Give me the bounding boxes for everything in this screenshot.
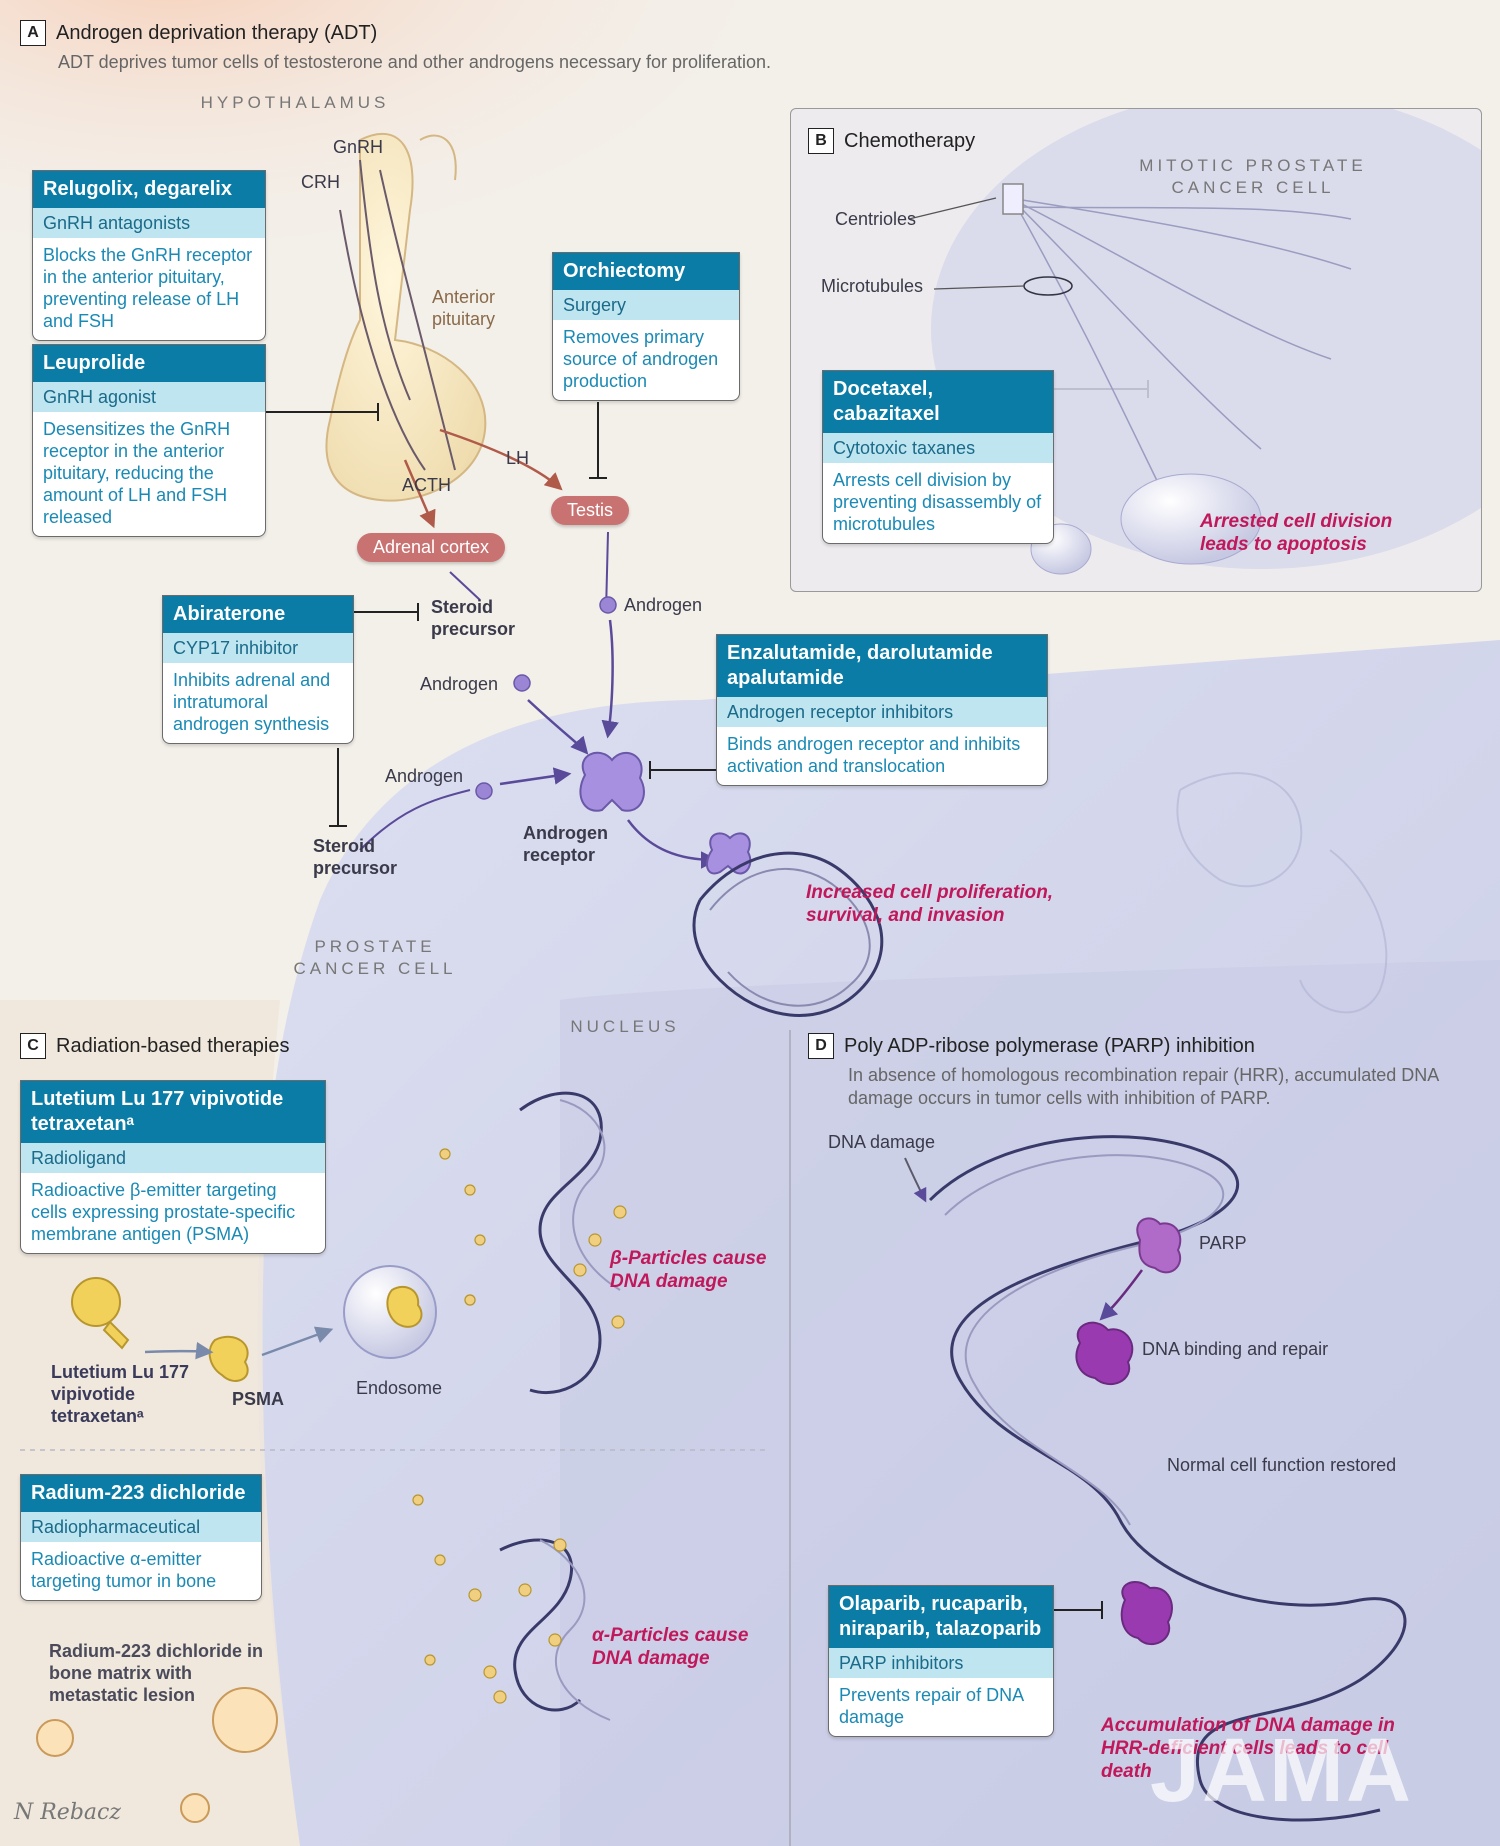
- radium-matrix-label: Radium-223 dichloride in bone matrix wit…: [49, 1641, 264, 1705]
- endosome-label: Endosome: [356, 1378, 443, 1398]
- drug-olaparib-card: Olaparib, rucaparib, niraparib, talazopa…: [828, 1585, 1054, 1737]
- normal-function-label: Normal cell function restored: [1167, 1455, 1397, 1475]
- drug-relugolix-card: Relugolix, degarelix GnRH antagonists Bl…: [32, 170, 266, 341]
- beta-outcome: β-Particles cause DNA damage: [610, 1248, 767, 1292]
- drug-class: GnRH antagonists: [33, 208, 265, 238]
- drug-class: Surgery: [553, 290, 739, 320]
- adt-outcome: Increased cell proliferation, survival, …: [806, 882, 1054, 926]
- panel-a-header: A Androgen deprivation therapy (ADT): [20, 20, 377, 46]
- mitotic-cell-illustration: [908, 109, 1481, 575]
- drug-docetaxel-card: Docetaxel, cabazitaxel Cytotoxic taxanes…: [822, 370, 1054, 544]
- drug-name: Enzalutamide, darolutamide apalutamide: [717, 635, 1047, 697]
- drug-class: GnRH agonist: [33, 382, 265, 412]
- drug-description: Blocks the GnRH receptor in the anterior…: [43, 245, 253, 331]
- drug-description: Inhibits adrenal and intratumoral androg…: [173, 670, 331, 734]
- drug-description: Binds androgen receptor and inhibits act…: [727, 734, 1021, 776]
- drug-leuprolide-card: Leuprolide GnRH agonist Desensitizes the…: [32, 344, 266, 537]
- centrioles-label: Centrioles: [835, 209, 917, 229]
- panel-b-letter: B: [808, 128, 834, 154]
- mitotic-cell-label: MITOTIC PROSTATE CANCER CELL: [1139, 156, 1367, 197]
- androgen-label-adrenal: Androgen: [420, 674, 499, 694]
- hypothalamus-label: HYPOTHALAMUS: [200, 93, 390, 112]
- parp-label: PARP: [1199, 1233, 1247, 1253]
- drug-enzalutamide-card: Enzalutamide, darolutamide apalutamide A…: [716, 634, 1048, 786]
- drug-name: Docetaxel, cabazitaxel: [823, 371, 1053, 433]
- drug-name: Leuprolide: [33, 345, 265, 382]
- gnrh-label: GnRH: [333, 137, 384, 157]
- drug-class: PARP inhibitors: [829, 1648, 1053, 1678]
- drug-abiraterone-card: Abiraterone CYP17 inhibitor Inhibits adr…: [162, 595, 354, 744]
- artist-signature: N Rebacz: [14, 1800, 121, 1825]
- psma-label: PSMA: [232, 1389, 285, 1409]
- drug-name: Lutetium Lu 177 vipivotide tetraxetanᵃ: [21, 1081, 325, 1143]
- dna-damage-label: DNA damage: [828, 1132, 936, 1152]
- drug-class: CYP17 inhibitor: [163, 633, 353, 663]
- drug-name: Abiraterone: [163, 596, 353, 633]
- acth-label: ACTH: [402, 475, 451, 495]
- lh-label: LH: [506, 448, 530, 468]
- drug-description: Radioactive β-emitter targeting cells ex…: [31, 1180, 296, 1244]
- steroid-precursor-tumor: Steroid precursor: [313, 836, 398, 878]
- prostate-cancer-cell-label: PROSTATE CANCER CELL: [293, 937, 457, 978]
- androgen-receptor-label: Androgen receptor: [523, 823, 608, 865]
- drug-description: Removes primary source of androgen produ…: [563, 327, 719, 391]
- panel-d-header: D Poly ADP-ribose polymerase (PARP) inhi…: [808, 1033, 1255, 1059]
- drug-lutetium-card: Lutetium Lu 177 vipivotide tetraxetanᵃ R…: [20, 1080, 326, 1254]
- drug-description: Arrests cell division by preventing disa…: [833, 470, 1042, 534]
- androgen-label-tumor: Androgen: [385, 766, 464, 786]
- panel-a-letter: A: [20, 20, 46, 46]
- parp-outcome: Accumulation of DNA damage in HRR-defici…: [1101, 1715, 1395, 1782]
- drug-class: Radiopharmaceutical: [21, 1512, 261, 1542]
- drug-description: Desensitizes the GnRH receptor in the an…: [43, 419, 231, 527]
- microtubules-label: Microtubules: [821, 276, 924, 296]
- panel-d-letter: D: [808, 1033, 834, 1059]
- panel-b-header: B Chemotherapy: [808, 128, 975, 154]
- drug-radium-card: Radium-223 dichloride Radiopharmaceutica…: [20, 1474, 262, 1601]
- lutetium-molecule-label: Lutetium Lu 177 vipivotide tetraxetanᵃ: [51, 1362, 190, 1426]
- panel-a-title: Androgen deprivation therapy (ADT): [56, 21, 378, 44]
- drug-class: Androgen receptor inhibitors: [717, 697, 1047, 727]
- jama-watermark: JAMA: [1150, 1721, 1414, 1821]
- drug-description: Radioactive α-emitter targeting tumor in…: [31, 1549, 217, 1591]
- dna-binding-label: DNA binding and repair: [1142, 1339, 1329, 1359]
- panel-d-title: Poly ADP-ribose polymerase (PARP) inhibi…: [844, 1034, 1255, 1057]
- drug-name: Olaparib, rucaparib, niraparib, talazopa…: [829, 1586, 1053, 1648]
- drug-name: Relugolix, degarelix: [33, 171, 265, 208]
- drug-class: Radioligand: [21, 1143, 325, 1173]
- anterior-pituitary-label: Anterior pituitary: [432, 287, 496, 329]
- drug-name: Orchiectomy: [553, 253, 739, 290]
- crh-label: CRH: [301, 172, 340, 192]
- panel-c-letter: C: [20, 1033, 46, 1059]
- chemo-outcome: Arrested cell division leads to apoptosi…: [1200, 511, 1393, 555]
- drug-class: Cytotoxic taxanes: [823, 433, 1053, 463]
- steroid-precursor-adrenal: Steroid precursor: [431, 597, 516, 639]
- testis-pill: Testis: [551, 496, 630, 525]
- adrenal-cortex-pill: Adrenal cortex: [357, 533, 506, 562]
- drug-name: Radium-223 dichloride: [21, 1475, 261, 1512]
- panel-d-subtitle: In absence of homologous recombination r…: [848, 1065, 1439, 1108]
- panel-a-subtitle: ADT deprives tumor cells of testosterone…: [58, 52, 772, 72]
- panel-c-header: C Radiation-based therapies: [20, 1033, 290, 1059]
- drug-orchiectomy-card: Orchiectomy Surgery Removes primary sour…: [552, 252, 740, 401]
- alpha-outcome: α-Particles cause DNA damage: [592, 1625, 749, 1669]
- drug-description: Prevents repair of DNA damage: [839, 1685, 1024, 1727]
- nucleus-label: NUCLEUS: [570, 1017, 680, 1036]
- androgen-label-testis: Androgen: [624, 595, 703, 615]
- panel-c-title: Radiation-based therapies: [56, 1034, 290, 1057]
- panel-b-title: Chemotherapy: [844, 129, 976, 152]
